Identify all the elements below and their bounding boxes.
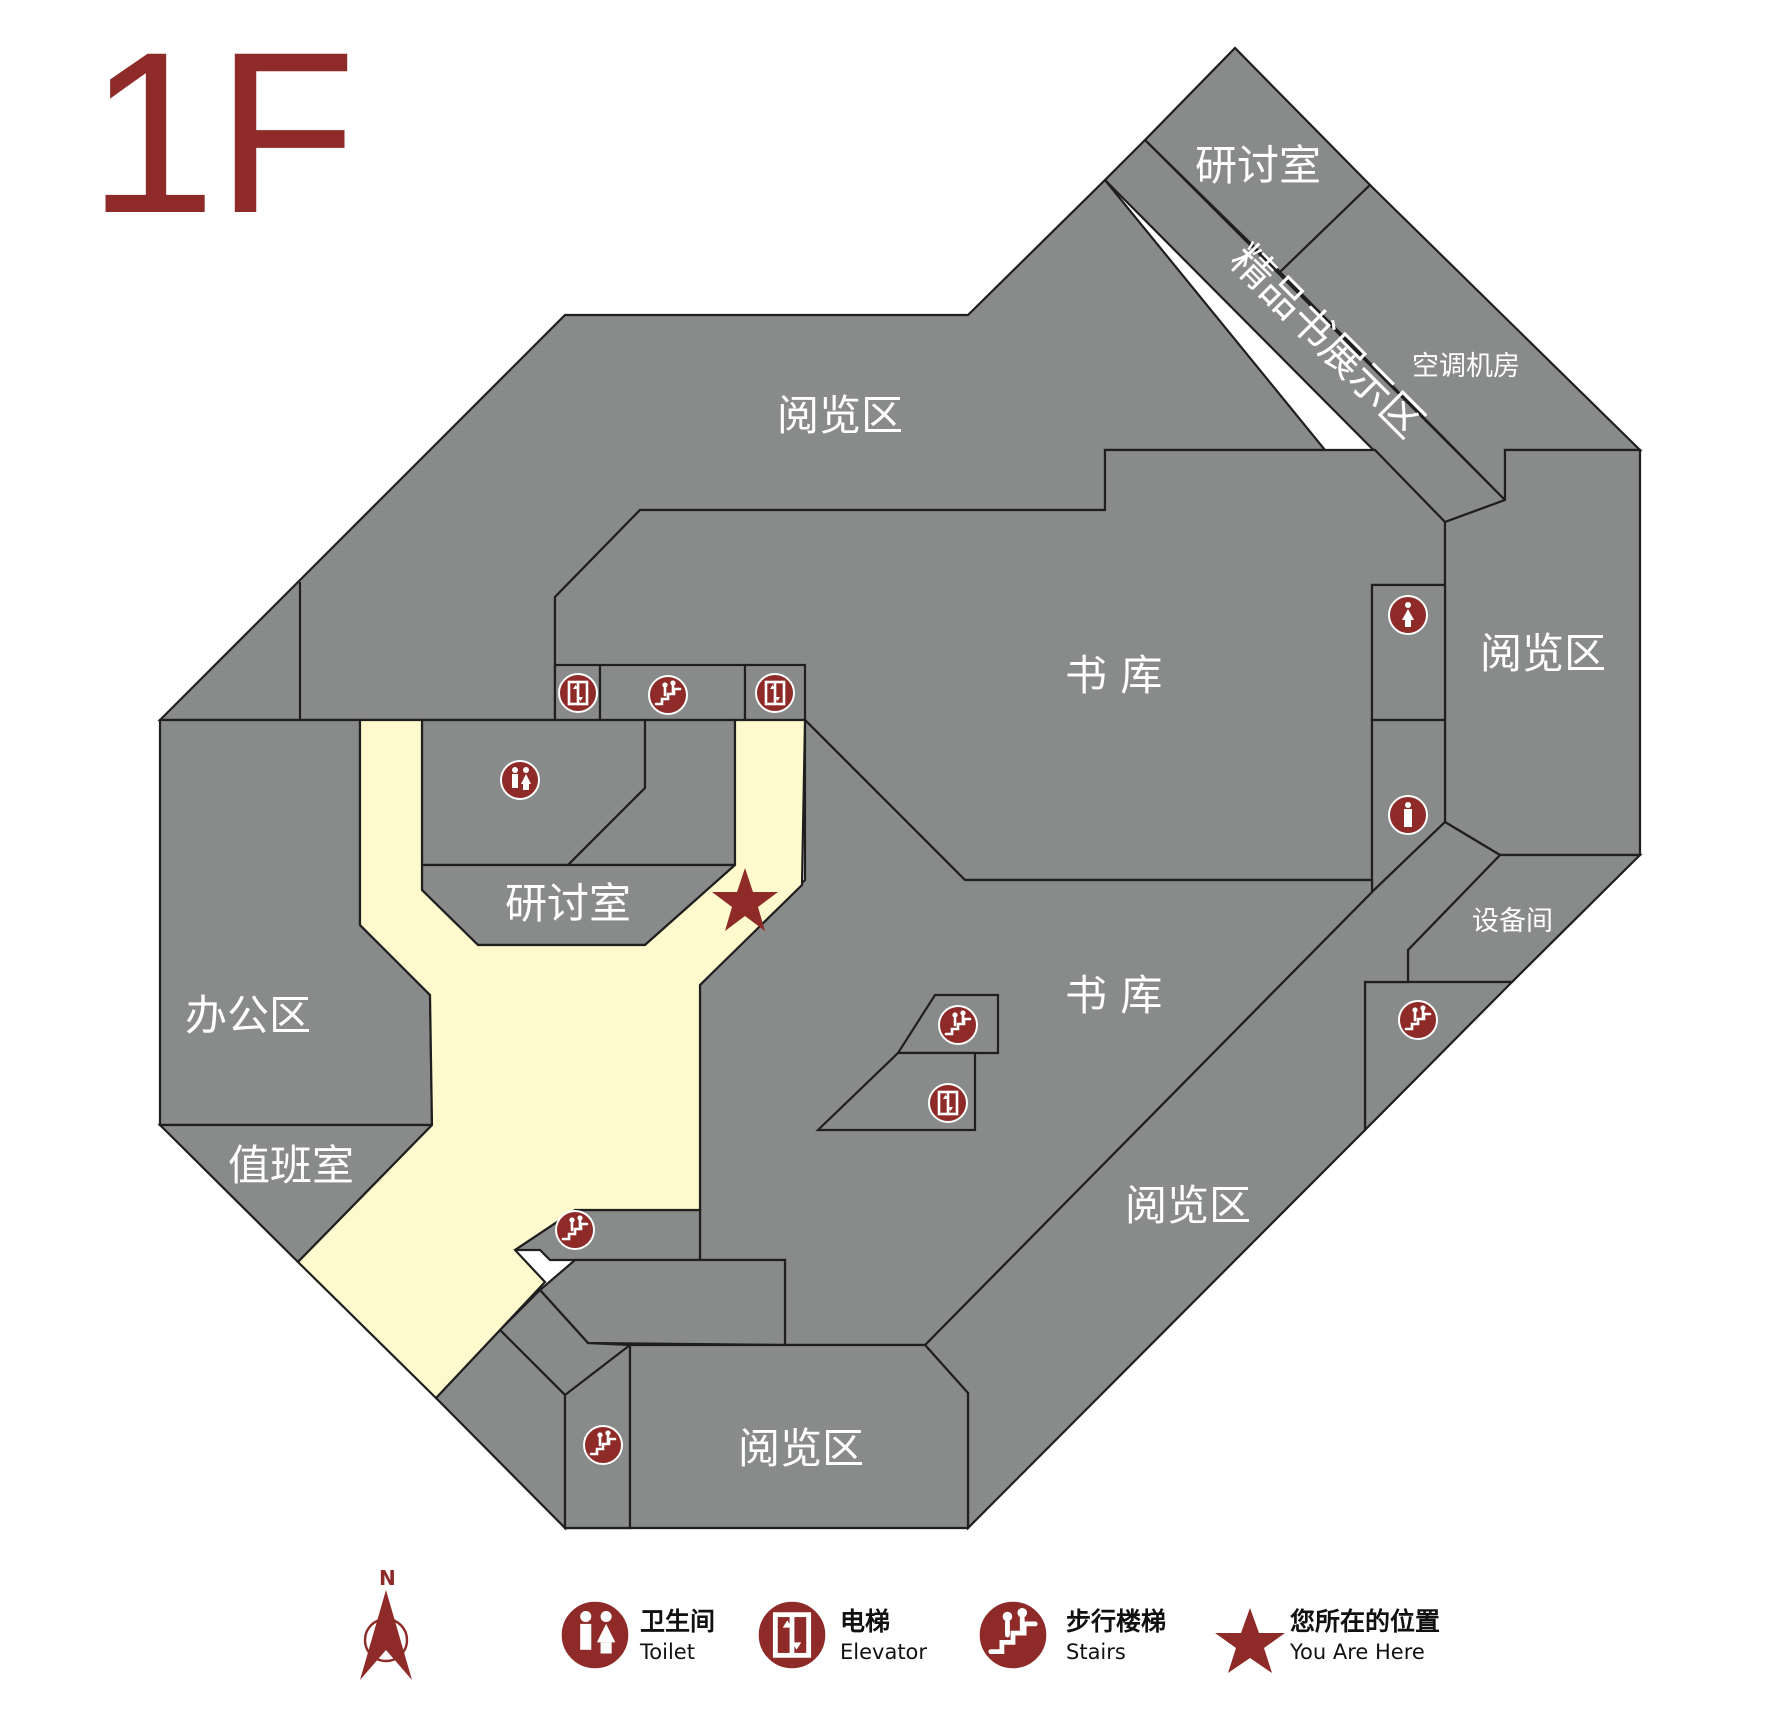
label-reading-se: 阅览区 (1125, 1181, 1251, 1230)
label-duty-room: 值班室 (228, 1141, 354, 1190)
label-reading-north: 阅览区 (777, 391, 903, 440)
label-reading-south: 阅览区 (738, 1424, 864, 1473)
legend-elevator-en: Elevator (840, 1640, 927, 1664)
corridor[interactable] (296, 718, 807, 1400)
legend-elevator-cn: 电梯 (840, 1607, 890, 1636)
toilet-icon (500, 760, 540, 800)
female-toilet-icon (1388, 595, 1428, 635)
label-office: 办公区 (185, 991, 311, 1040)
label-seminar-center: 研讨室 (505, 879, 631, 928)
room-reading-south[interactable] (628, 1343, 970, 1530)
legend-you-are-here-star-icon (1215, 1608, 1285, 1673)
label-seminar-ne: 研讨室 (1195, 141, 1321, 190)
label-ac-room: 空调机房 (1412, 351, 1520, 382)
stairs-icon (1397, 999, 1439, 1041)
label-reading-east: 阅览区 (1480, 629, 1606, 678)
legend: 卫生间 Toilet 电梯 Elevator 步行楼梯 Stairs 您所在的位… (557, 1597, 1440, 1673)
legend-elevator-icon (757, 1600, 827, 1670)
you-are-here-star-icon (712, 868, 778, 931)
stairs-icon (554, 1209, 596, 1251)
legend-stairs-icon (978, 1600, 1048, 1670)
stairs-icon (582, 1424, 624, 1466)
legend-here-cn: 您所在的位置 (1290, 1607, 1440, 1636)
label-equipment: 设备间 (1472, 906, 1553, 937)
floor-label: 1F (88, 4, 356, 261)
room-stairs-east[interactable] (1363, 980, 1515, 1133)
male-toilet-icon (1388, 795, 1428, 835)
legend-toilet-en: Toilet (639, 1640, 695, 1664)
legend-stairs-cn: 步行楼梯 (1066, 1607, 1166, 1636)
compass: N (360, 1566, 412, 1680)
legend-toilet-cn: 卫生间 (640, 1607, 715, 1636)
north-arrow-icon (360, 1590, 412, 1680)
label-stacks-north: 书 库 (1065, 651, 1162, 700)
legend-here-en: You Are Here (1289, 1640, 1425, 1664)
label-stacks-south: 书 库 (1065, 971, 1162, 1020)
floor-plan (157, 46, 1643, 1531)
elevator-icon (754, 672, 796, 714)
legend-stairs-en: Stairs (1066, 1640, 1126, 1664)
stairs-icon (647, 674, 689, 716)
legend-toilet-icon (557, 1597, 633, 1673)
compass-label: N (379, 1566, 396, 1590)
elevator-icon (927, 1082, 969, 1124)
elevator-icon (557, 672, 599, 714)
stairs-icon (937, 1004, 979, 1046)
